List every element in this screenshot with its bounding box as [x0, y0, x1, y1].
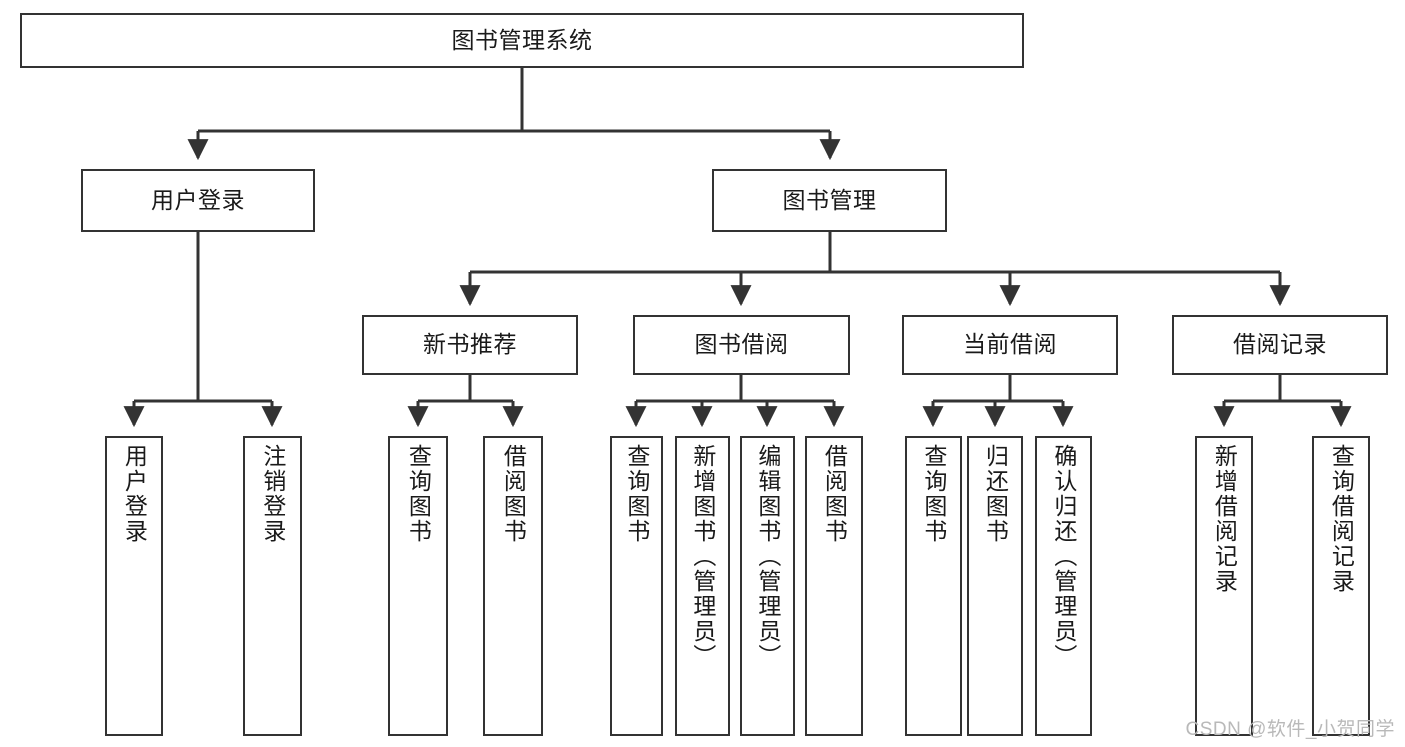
- node-leaf-1[interactable]: 注销登录: [243, 436, 302, 736]
- node-leaf-6[interactable]: 编辑图书（管理员）: [740, 436, 795, 736]
- node-label: 归还图书: [982, 444, 1009, 544]
- node-label: 当前借阅: [963, 331, 1057, 358]
- node-leaf-9[interactable]: 归还图书: [967, 436, 1023, 736]
- node-leaf-5[interactable]: 新增图书（管理员）: [675, 436, 730, 736]
- node-level3-2[interactable]: 当前借阅: [902, 315, 1118, 375]
- node-level2-0[interactable]: 用户登录: [81, 169, 315, 232]
- node-label: 查询图书: [623, 444, 650, 544]
- node-level3-0[interactable]: 新书推荐: [362, 315, 578, 375]
- node-label: 图书管理: [782, 186, 877, 213]
- csdn-watermark: CSDN @软件_小贺同学: [1185, 719, 1395, 740]
- node-leaf-11[interactable]: 新增借阅记录: [1195, 436, 1253, 736]
- node-label: 注销登录: [259, 444, 286, 544]
- node-leaf-12[interactable]: 查询借阅记录: [1312, 436, 1370, 736]
- node-label: 借阅图书: [500, 444, 527, 544]
- node-label: 借阅记录: [1233, 331, 1327, 358]
- node-label: 图书管理系统: [451, 26, 593, 53]
- node-label: 查询图书: [920, 444, 947, 544]
- node-leaf-10[interactable]: 确认归还（管理员）: [1035, 436, 1092, 736]
- node-label: 新增图书（管理员）: [689, 444, 716, 669]
- node-leaf-7[interactable]: 借阅图书: [805, 436, 863, 736]
- node-label: 借阅图书: [821, 444, 848, 544]
- node-label: 确认归还（管理员）: [1050, 444, 1077, 669]
- node-leaf-8[interactable]: 查询图书: [905, 436, 962, 736]
- node-root[interactable]: 图书管理系统: [20, 13, 1024, 68]
- node-label: 新增借阅记录: [1211, 444, 1238, 594]
- node-label: 图书借阅: [694, 331, 789, 358]
- node-label: 查询图书: [405, 444, 432, 544]
- node-label: 用户登录: [121, 444, 148, 544]
- node-label: 用户登录: [151, 186, 245, 213]
- node-leaf-2[interactable]: 查询图书: [388, 436, 448, 736]
- node-label: 编辑图书（管理员）: [754, 444, 781, 669]
- node-label: 新书推荐: [423, 331, 517, 358]
- node-level3-3[interactable]: 借阅记录: [1172, 315, 1388, 375]
- node-level2-1[interactable]: 图书管理: [712, 169, 947, 232]
- node-label: 查询借阅记录: [1328, 444, 1355, 594]
- node-leaf-0[interactable]: 用户登录: [105, 436, 163, 736]
- node-leaf-3[interactable]: 借阅图书: [483, 436, 543, 736]
- node-leaf-4[interactable]: 查询图书: [610, 436, 663, 736]
- node-level3-1[interactable]: 图书借阅: [633, 315, 850, 375]
